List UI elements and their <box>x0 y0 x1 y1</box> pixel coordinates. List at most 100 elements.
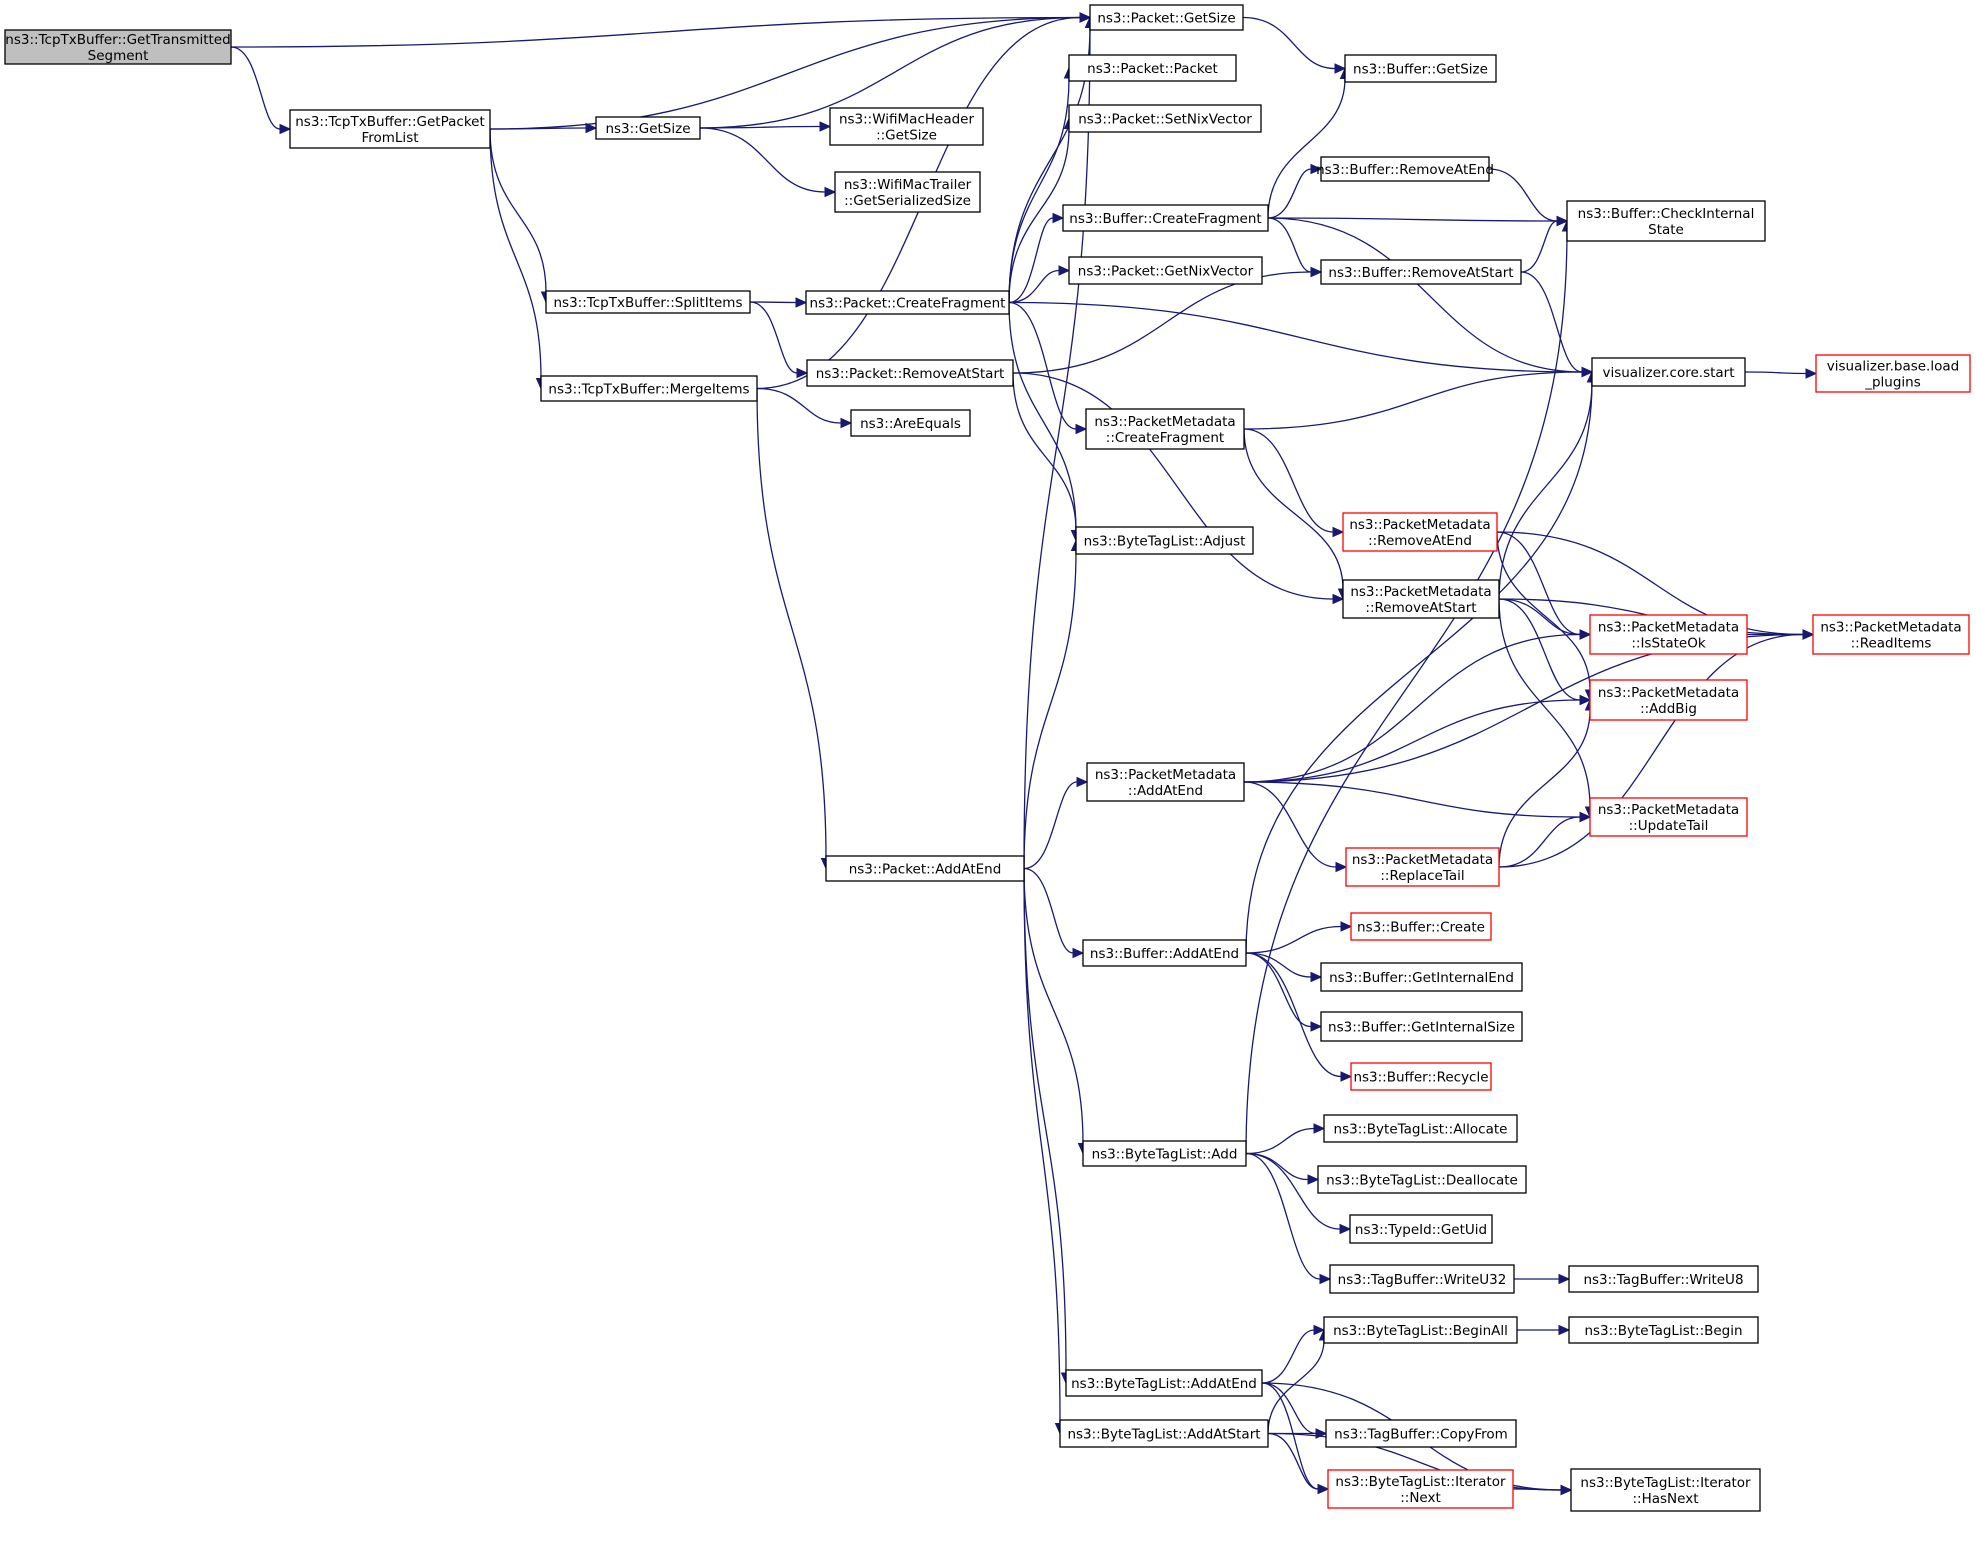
edge-line <box>1245 925 1342 954</box>
edge-line <box>489 127 587 130</box>
graph-node[interactable]: ns3::ByteTagList::AddAtEnd <box>1065 1369 1263 1397</box>
node-label: ns3::TagBuffer::WriteU8 <box>1583 1272 1743 1288</box>
graph-node[interactable]: ns3::PacketMetadata::AddBig <box>1589 679 1748 721</box>
graph-node[interactable]: ns3::WifiMacTrailer::GetSerializedSize <box>834 171 981 213</box>
arrowhead-icon <box>1310 971 1323 983</box>
edge-line <box>1243 781 1581 818</box>
node-label: ns3::TagBuffer::WriteU32 <box>1338 1272 1507 1288</box>
node-box <box>1342 579 1500 619</box>
node-label: ns3::WifiMacTrailer <box>844 177 972 193</box>
graph-node[interactable]: ns3::ByteTagList::Add <box>1082 1140 1247 1167</box>
arrowhead-icon <box>1805 368 1818 379</box>
call-edge <box>1243 629 1592 783</box>
graph-node[interactable]: ns3::WifiMacHeader::GetSize <box>829 107 984 146</box>
graph-node[interactable]: ns3::ByteTagList::Iterator::HasNext <box>1570 1468 1761 1512</box>
graph-node[interactable]: visualizer.core.start <box>1591 357 1746 387</box>
edge-line <box>1267 217 1583 373</box>
edge-line <box>1023 27 1091 869</box>
call-edge <box>1008 66 1075 303</box>
node-box <box>1812 614 1970 655</box>
call-edge <box>1517 1324 1571 1336</box>
node-label: ::ReadItems <box>1851 636 1932 652</box>
graph-node[interactable]: ns3::Packet::GetSize <box>1089 4 1244 31</box>
call-edge <box>1008 301 1594 378</box>
graph-node[interactable]: ns3::PacketMetadata::CreateFragment <box>1085 408 1245 450</box>
graph-node[interactable]: ns3::Packet::SetNixVector <box>1068 104 1262 133</box>
graph-node[interactable]: ns3::PacketMetadata::RemoveAtEnd <box>1342 512 1498 552</box>
call-edge <box>1242 16 1347 74</box>
node-box <box>1350 1062 1492 1091</box>
node-label: ns3::ByteTagList::AddAtEnd <box>1071 1376 1257 1392</box>
node-label: ns3::Buffer::CheckInternal <box>1578 206 1755 222</box>
graph-node[interactable]: ns3::GetSize <box>595 116 701 140</box>
graph-node[interactable]: ns3::Buffer::RemoveAtEnd <box>1316 156 1494 182</box>
node-label: ::UpdateTail <box>1629 818 1709 834</box>
graph-node[interactable]: ns3::TagBuffer::WriteU32 <box>1329 1264 1515 1294</box>
graph-node[interactable]: ns3::ByteTagList::BeginAll <box>1323 1316 1518 1344</box>
graph-node[interactable]: ns3::Packet::AddAtEnd <box>825 855 1025 882</box>
graph-node[interactable]: ns3::PacketMetadata::UpdateTail <box>1589 797 1748 837</box>
graph-node[interactable]: ns3::ByteTagList::Iterator::Next <box>1327 1469 1514 1509</box>
call-edge <box>1245 1152 1320 1185</box>
graph-node[interactable]: ns3::ByteTagList::Begin <box>1568 1316 1759 1344</box>
arrowhead-icon <box>1558 1324 1571 1336</box>
graph-node[interactable]: ns3::Buffer::GetSize <box>1344 54 1497 83</box>
graph-node[interactable]: ns3::TypeId::GetUid <box>1349 1214 1493 1244</box>
graph-node[interactable]: ns3::Packet::GetNixVector <box>1068 256 1263 285</box>
edge-line <box>1023 550 1077 869</box>
graph-node[interactable]: ns3::Buffer::GetInternalEnd <box>1320 962 1523 992</box>
graph-node[interactable]: ns3::Buffer::Recycle <box>1350 1062 1492 1091</box>
graph-node[interactable]: ns3::TcpTxBuffer::SplitItems <box>545 290 751 314</box>
node-label: ::ReplaceTail <box>1380 868 1464 884</box>
edge-line <box>1267 217 1312 273</box>
graph-node[interactable]: ns3::Buffer::AddAtEnd <box>1082 939 1247 967</box>
arrowhead-icon <box>1581 366 1594 378</box>
graph-node[interactable]: ns3::TcpTxBuffer::MergeItems <box>540 375 758 402</box>
node-box <box>1062 204 1269 232</box>
graph-node[interactable]: ns3::PacketMetadata::ReplaceTail <box>1345 847 1500 887</box>
arrowhead-icon <box>1310 163 1323 175</box>
arrowhead-icon <box>1558 1273 1571 1285</box>
graph-node[interactable]: visualizer.base.load_plugins <box>1815 354 1971 393</box>
node-box <box>1568 1316 1759 1344</box>
node-label: ::GetSize <box>876 128 937 144</box>
edge-line <box>1243 699 1581 783</box>
node-label: ::RemoveAtStart <box>1365 600 1476 616</box>
graph-node[interactable]: ns3::PacketMetadata::AddAtEnd <box>1086 762 1245 802</box>
node-label: ::HasNext <box>1632 1491 1698 1507</box>
graph-node[interactable]: ns3::TagBuffer::WriteU8 <box>1568 1265 1759 1293</box>
node-label: ns3::Buffer::Create <box>1357 920 1485 936</box>
arrowhead-icon <box>1579 629 1592 640</box>
node-box <box>1327 1469 1514 1509</box>
graph-node[interactable]: ns3::Buffer::RemoveAtStart <box>1320 259 1522 285</box>
graph-node[interactable]: ns3::Buffer::Create <box>1350 912 1492 941</box>
edge-line <box>1245 1152 1341 1230</box>
graph-node[interactable]: ns3::Packet::RemoveAtStart <box>806 359 1014 387</box>
edge-line <box>1498 633 1804 868</box>
node-box <box>4 29 232 65</box>
graph-node[interactable]: ns3::PacketMetadata::ReadItems <box>1812 614 1970 655</box>
graph-node[interactable]: ns3::ByteTagList::AddAtStart <box>1059 1419 1269 1448</box>
edge-line <box>1267 1432 1319 1490</box>
call-edge <box>1261 1324 1326 1384</box>
graph-node[interactable]: ns3::PacketMetadata::IsStateOk <box>1589 614 1748 655</box>
graph-node[interactable]: ns3::AreEquals <box>850 409 971 437</box>
graph-node[interactable]: ns3::ByteTagList::Deallocate <box>1317 1165 1527 1194</box>
graph-node[interactable]: ns3::TagBuffer::CopyFrom <box>1325 1419 1517 1448</box>
graph-node[interactable]: ns3::Packet::CreateFragment <box>805 290 1010 315</box>
graph-node[interactable]: ns3::ByteTagList::Allocate <box>1323 1114 1518 1143</box>
call-edge <box>1245 1152 1352 1235</box>
graph-node[interactable]: ns3::Packet::Packet <box>1068 54 1237 82</box>
graph-node[interactable]: ns3::Buffer::CreateFragment <box>1062 204 1269 232</box>
graph-node[interactable]: ns3::PacketMetadata::RemoveAtStart <box>1342 579 1500 619</box>
node-label: ::IsStateOk <box>1631 636 1705 652</box>
graph-node[interactable]: ns3::Buffer::GetInternalSize <box>1320 1011 1523 1042</box>
call-edge <box>756 387 853 429</box>
node-label: ::RemoveAtEnd <box>1368 533 1472 549</box>
edge-line <box>1023 781 1078 870</box>
node-box <box>1068 256 1263 285</box>
graph-node[interactable]: ns3::ByteTagList::Adjust <box>1075 526 1254 555</box>
